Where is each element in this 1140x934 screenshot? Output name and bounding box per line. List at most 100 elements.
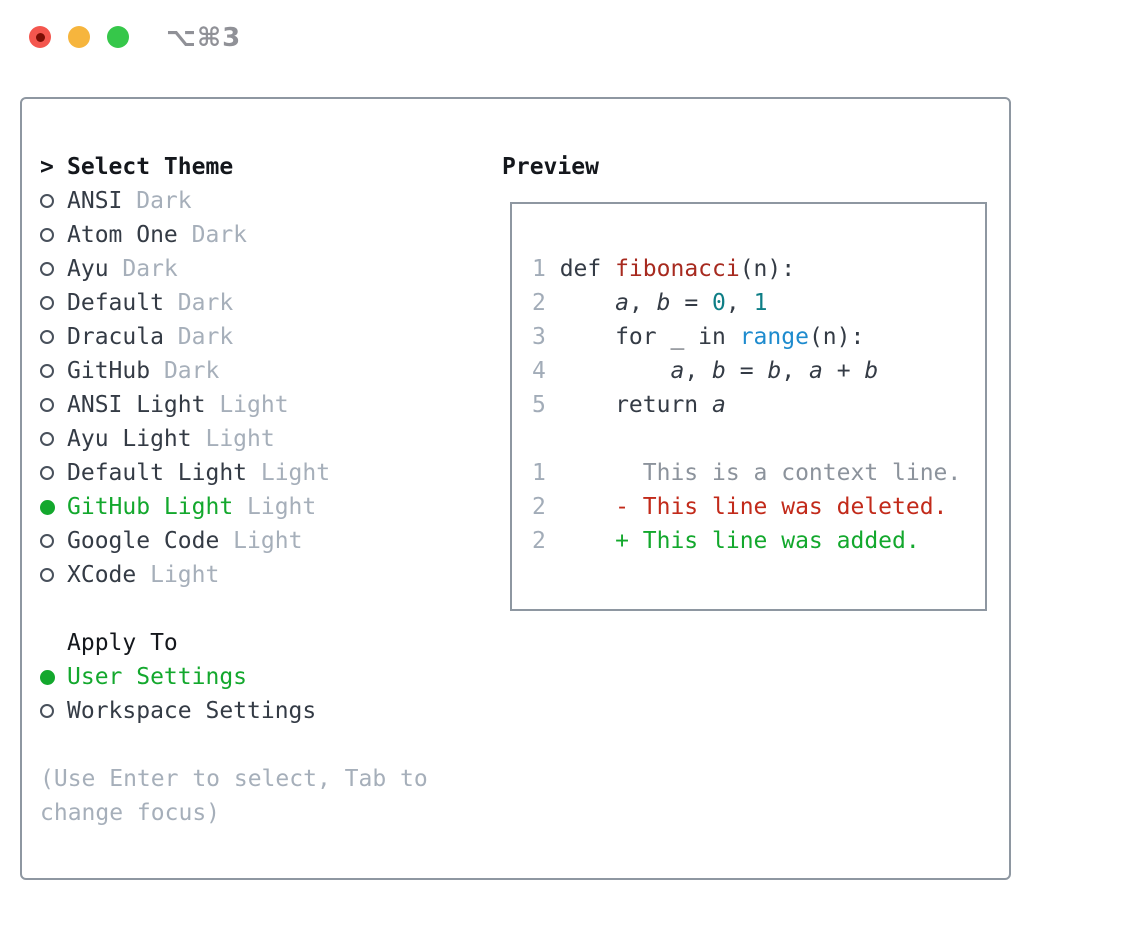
radio-marker	[40, 262, 67, 276]
radio-marker	[40, 330, 67, 344]
theme-variant-tag: Light	[136, 562, 220, 588]
code-line: 1 This is a context line.	[532, 456, 985, 490]
radio-marker	[40, 228, 67, 242]
hint-line: change focus)	[40, 800, 221, 826]
window-title-shortcut: ⌥⌘3	[166, 23, 242, 53]
zoom-button[interactable]	[107, 26, 129, 48]
radio-marker	[40, 432, 67, 446]
line-number: 2	[532, 290, 546, 316]
select-theme-header: > Select Theme	[40, 150, 490, 184]
radio-icon	[40, 228, 54, 242]
theme-name: Ayu Light	[67, 426, 192, 452]
code-segment: a	[615, 290, 629, 316]
minimize-button[interactable]	[68, 26, 90, 48]
code-segment: a	[712, 392, 726, 418]
theme-option[interactable]: Default Dark	[40, 286, 490, 320]
theme-option[interactable]: Google Code Light	[40, 524, 490, 558]
theme-option[interactable]: Atom One Dark	[40, 218, 490, 252]
theme-variant-tag: Light	[205, 392, 289, 418]
radio-marker	[40, 296, 67, 310]
radio-icon	[40, 194, 54, 208]
spacer	[40, 728, 490, 762]
apply-option-label: Workspace Settings	[67, 698, 317, 724]
code-segment: ,	[628, 290, 657, 316]
prompt-arrow-icon: >	[40, 154, 54, 180]
code-segment: fibonacci	[615, 256, 740, 282]
theme-name: GitHub	[67, 358, 151, 384]
theme-name: Default	[67, 290, 164, 316]
theme-name: Google Code	[67, 528, 220, 554]
apply-option[interactable]: Workspace Settings	[40, 694, 490, 728]
code-line: 5 return a	[532, 388, 985, 422]
apply-to-title: Apply To	[67, 630, 178, 656]
theme-variant-tag: Dark	[150, 358, 220, 384]
theme-variant-tag: Light	[219, 528, 303, 554]
code-segment: ,	[725, 290, 754, 316]
code-segment: This is a context line.	[559, 460, 962, 486]
radio-marker	[40, 398, 67, 412]
theme-option[interactable]: Default Light Light	[40, 456, 490, 490]
close-button[interactable]	[29, 26, 51, 48]
apply-option-label: User Settings	[67, 664, 248, 690]
line-number: 4	[532, 358, 546, 384]
radio-marker	[40, 466, 67, 480]
theme-option[interactable]: GitHub Dark	[40, 354, 490, 388]
radio-icon	[40, 364, 54, 378]
theme-option[interactable]: ANSI Dark	[40, 184, 490, 218]
code-segment: (n):	[808, 324, 865, 350]
theme-variant-tag: Light	[191, 426, 275, 452]
theme-option[interactable]: Ayu Dark	[40, 252, 490, 286]
hint-line: (Use Enter to select, Tab to	[40, 766, 428, 792]
theme-name: Ayu	[67, 256, 109, 282]
code-segment: for _ in	[559, 324, 740, 350]
theme-name: ANSI	[67, 188, 123, 214]
apply-option[interactable]: User Settings	[40, 660, 490, 694]
code-segment: a	[809, 358, 823, 384]
radio-selected-icon	[40, 669, 55, 685]
code-line	[532, 422, 985, 456]
titlebar: ⌥⌘3	[0, 0, 1140, 97]
radio-icon	[40, 432, 54, 446]
code-segment: b	[864, 358, 879, 384]
theme-option[interactable]: Dracula Dark	[40, 320, 490, 354]
line-number: 2	[532, 528, 546, 554]
radio-icon	[40, 398, 54, 412]
radio-icon	[40, 568, 54, 582]
theme-option[interactable]: Ayu Light Light	[40, 422, 490, 456]
traffic-lights	[29, 26, 129, 48]
theme-option[interactable]: ANSI Light Light	[40, 388, 490, 422]
line-number: 3	[532, 324, 546, 350]
code-segment: 1	[753, 290, 768, 316]
radio-icon	[40, 534, 54, 548]
code-segment: b	[767, 358, 782, 384]
theme-option[interactable]: GitHub Light Light	[40, 490, 490, 524]
select-theme-title: Select Theme	[67, 154, 234, 180]
radio-icon	[40, 466, 54, 480]
radio-selected-icon	[40, 499, 55, 515]
code-segment: =	[725, 358, 768, 384]
theme-name: Atom One	[67, 222, 178, 248]
code-line: 2 - This line was deleted.	[532, 490, 985, 524]
code-segment: ,	[781, 358, 809, 384]
code-segment: - This line was deleted.	[559, 494, 948, 520]
code-segment	[560, 358, 671, 384]
theme-option[interactable]: XCode Light	[40, 558, 490, 592]
theme-name: GitHub Light	[67, 494, 234, 520]
radio-marker	[40, 194, 67, 208]
radio-icon	[40, 704, 54, 718]
spacer	[40, 592, 490, 626]
hint-text: (Use Enter to select, Tab to change focus…	[40, 762, 490, 830]
theme-variant-tag: Dark	[122, 188, 192, 214]
preview-title: Preview	[502, 154, 599, 180]
apply-to-header: Apply To	[40, 626, 490, 660]
line-number: 1	[532, 256, 546, 282]
radio-marker	[40, 534, 67, 548]
